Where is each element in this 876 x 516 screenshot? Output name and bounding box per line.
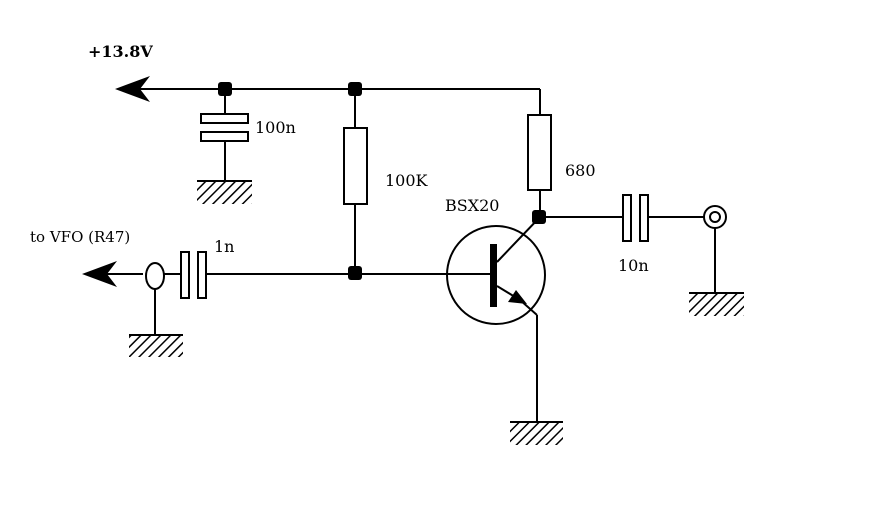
junction-dot (218, 82, 232, 96)
resistor-100k-label: 100K (385, 171, 429, 190)
junction-dot (532, 210, 546, 224)
resistor-680 (527, 114, 552, 217)
capacitor-100n (200, 89, 249, 181)
transistor-bsx20 (446, 216, 546, 422)
transistor-label: BSX20 (445, 196, 499, 215)
input-label: to VFO (R47) (30, 228, 130, 246)
capacitor-100n-label: 100n (255, 118, 296, 137)
supply-voltage-label: +13.8V (88, 42, 153, 61)
ground-symbol (197, 180, 252, 204)
ground-symbol (510, 421, 563, 445)
capacitor-1n (164, 251, 490, 299)
capacitor-10n (622, 194, 704, 242)
junction-dot (348, 266, 362, 280)
capacitor-1n-label: 1n (214, 237, 234, 256)
resistor-100k (343, 89, 368, 273)
junction-dots (218, 82, 546, 280)
supply-arrow-icon (115, 76, 150, 102)
output-connector-icon (703, 205, 727, 293)
input-arrow-icon (82, 261, 143, 287)
junction-dot (348, 82, 362, 96)
ground-symbol (689, 292, 744, 316)
ground-symbol (129, 334, 183, 357)
supply-rail (135, 88, 541, 115)
input-connector-icon (145, 262, 165, 335)
resistor-680-label: 680 (565, 161, 596, 180)
capacitor-10n-label: 10n (618, 256, 649, 275)
